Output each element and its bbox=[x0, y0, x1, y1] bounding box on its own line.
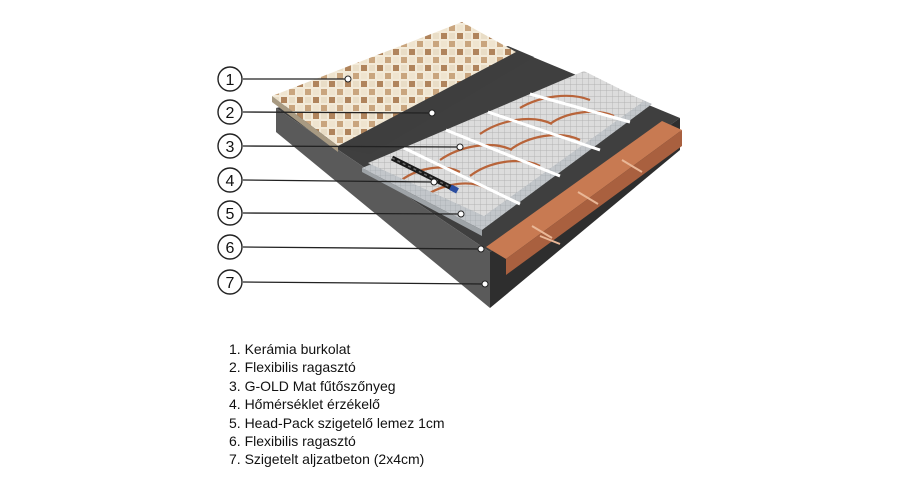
callout-4-number: 4 bbox=[226, 173, 235, 190]
callout-3-number: 3 bbox=[226, 139, 235, 156]
callout-5-number: 5 bbox=[226, 206, 235, 223]
legend-item-2: 2. Flexibilis ragasztó bbox=[229, 359, 356, 376]
ceramic-tile-surface bbox=[272, 22, 516, 146]
callout-5: 5 bbox=[217, 200, 243, 226]
callout-3: 3 bbox=[217, 133, 243, 159]
callout-2-number: 2 bbox=[226, 105, 235, 122]
callout-7: 7 bbox=[217, 269, 243, 295]
temperature-sensor bbox=[390, 155, 459, 194]
callout-1: 1 bbox=[217, 66, 243, 92]
callout-leaders bbox=[242, 78, 485, 285]
legend-item-7: 7. Szigetelt aljzatbeton (2x4cm) bbox=[229, 451, 425, 468]
callout-2: 2 bbox=[217, 99, 243, 125]
callout-6-number: 6 bbox=[226, 240, 235, 257]
brick-joints bbox=[539, 235, 561, 245]
callout-7-number: 7 bbox=[226, 275, 235, 292]
brick-joint-lines bbox=[531, 159, 643, 239]
callout-1-number: 1 bbox=[226, 72, 235, 89]
insulation-board-edge bbox=[362, 168, 482, 236]
legend-item-1: 1. Kerámia burkolat bbox=[229, 341, 351, 357]
mat-support-strips bbox=[403, 92, 631, 206]
brick-strip-top bbox=[486, 121, 682, 259]
callout-dots bbox=[344, 75, 489, 288]
legend-item-5: 5. Head-Pack szigetelő lemez 1cm bbox=[229, 414, 445, 431]
legend-item-4: 4. Hőmérséklet érzékelő bbox=[229, 396, 380, 413]
floor-heating-layer-diagram: 1 2 3 4 5 6 7 bbox=[217, 22, 682, 308]
ceramic-tile-edge bbox=[272, 96, 338, 152]
callout-6: 6 bbox=[217, 234, 243, 260]
legend-item-3: 3. G-OLD Mat fűtőszőnyeg bbox=[229, 377, 396, 394]
legend-item-6: 6. Flexibilis ragasztó bbox=[229, 433, 356, 450]
layer-legend: 1. Kerámia burkolat 2. Flexibilis ragasz… bbox=[229, 340, 445, 469]
callout-4: 4 bbox=[217, 167, 243, 193]
concrete-slab-front bbox=[276, 108, 490, 308]
